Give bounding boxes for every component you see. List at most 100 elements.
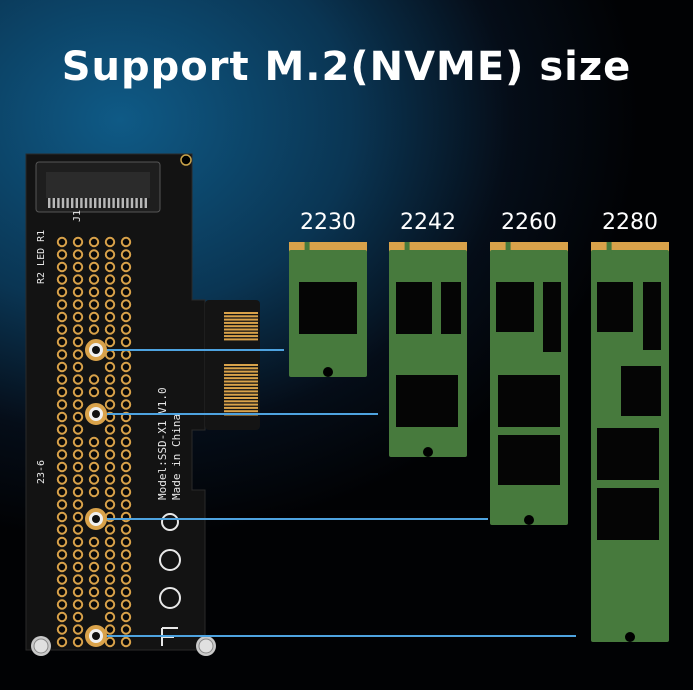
ssd-gold-edge [490,242,568,252]
solder-pad [88,249,100,260]
solder-pad [104,299,116,310]
solder-pad [88,436,100,448]
solder-pad [56,324,68,335]
ssd-chip [543,282,561,352]
slot-pin [48,198,51,208]
solder-pad [72,524,84,535]
size-label-2230: 2230 [300,210,356,235]
solder-pad [120,324,132,335]
solder-pad [56,511,68,523]
solder-pad [56,261,68,273]
ssd-chip [441,282,461,334]
solder-pad [120,261,132,273]
solder-pad [104,424,116,435]
solder-pad [72,561,84,573]
solder-pad [104,374,116,385]
adapter-board: J1 R2 LED R1 Model:SSD-X1 V1.0 Made in C… [25,153,260,656]
solder-pad [88,286,100,298]
solder-pad [56,274,68,285]
ssd-chip [498,375,560,427]
gold-finger [224,390,258,393]
solder-pad [56,374,68,385]
solder-pad [72,636,84,648]
mount-hole-center [92,632,100,640]
solder-pad [56,236,68,248]
solder-pad [56,611,68,623]
slot-pin [144,198,147,208]
solder-pad [120,299,132,310]
gold-finger [224,397,258,399]
solder-pad [56,574,68,585]
slot-pin [61,198,65,208]
slot-pin [94,198,97,208]
gold-finger [224,370,258,373]
ssd-2260 [490,242,568,525]
page-title: Support M.2(NVME) size [61,44,632,90]
ssd-2230 [289,242,367,377]
ssd-key-notch [404,242,410,254]
solder-pad [72,399,84,410]
gold-finger [224,400,258,403]
solder-pad [56,249,68,260]
solder-pad [88,299,100,310]
solder-pad [72,549,84,560]
ssd-screw-notch [625,632,635,642]
ssd-screw-notch [524,515,534,525]
gold-finger [224,335,258,338]
solder-pad [120,436,132,448]
gold-finger [224,377,258,380]
gold-finger [224,325,258,328]
solder-pad [88,599,100,610]
silk-date: 23-6 [36,460,47,484]
solder-pad [104,636,116,648]
solder-pad [104,586,116,598]
solder-pad [72,411,84,423]
m2-slot-pins [48,198,147,208]
silk-model: Model:SSD-X1 V1.0 [156,387,169,500]
solder-pad [72,336,84,348]
solder-pad [120,461,132,473]
solder-pad [56,524,68,535]
slot-pin [52,198,55,208]
solder-pad [72,474,84,485]
solder-pad [104,311,116,323]
solder-pad [104,274,116,285]
gold-finger [224,328,258,331]
slot-pin [126,198,129,208]
solder-pad [120,286,132,298]
gold-finger [224,373,258,376]
silk-led: R2 LED R1 [36,230,47,284]
solder-pad [72,449,84,460]
ssd-chip [299,282,357,334]
solder-pad [72,349,84,360]
solder-pad [56,474,68,485]
solder-pad [120,536,132,548]
solder-pad [72,499,84,510]
slot-pin [130,198,134,208]
solder-pad [104,611,116,623]
gold-finger [224,321,258,324]
solder-pad [56,599,68,610]
solder-pad [104,486,116,498]
solder-pad [88,549,100,560]
solder-pad [120,624,132,635]
pad-grid [56,236,132,648]
solder-pad [88,311,100,323]
slot-pin [135,198,138,208]
solder-pad [88,474,100,485]
ssd-gold-edge [389,242,467,252]
solder-pad [72,436,84,448]
solder-pad [120,424,132,435]
solder-pad [72,286,84,298]
m2-slot-contacts [46,172,150,198]
solder-pad [120,636,132,648]
slot-pin [112,198,115,208]
ssd-key-notch [606,242,612,254]
solder-pad [120,449,132,460]
solder-pad [120,349,132,360]
gold-finger [224,367,258,370]
ssd-chip [597,282,633,332]
solder-pad [104,549,116,560]
solder-pad [56,436,68,448]
size-labels: 2230 2242 2260 2280 [300,210,658,235]
